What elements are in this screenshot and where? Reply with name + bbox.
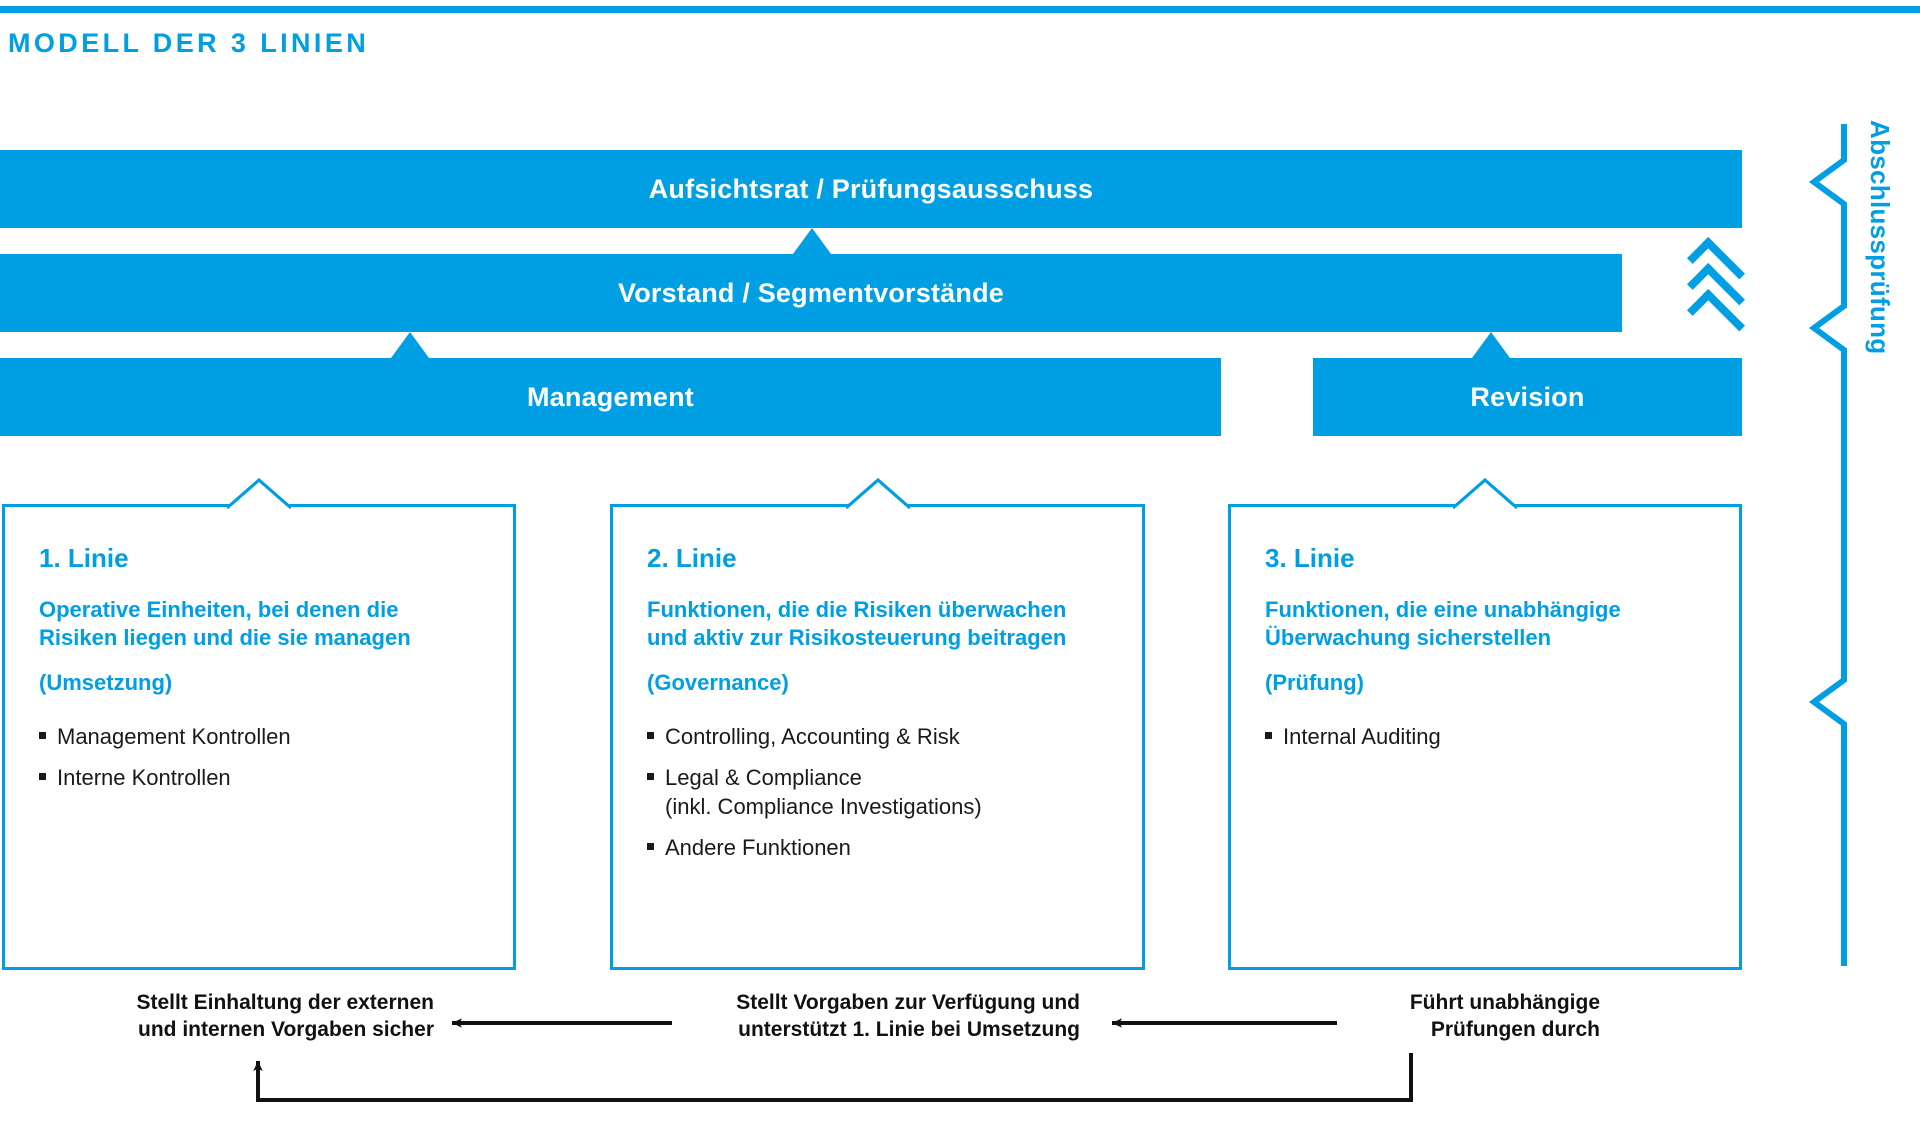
chevron-up-stack-icon [1687,237,1746,347]
line-card-description: Funktionen, die eine unabhängige Überwac… [1265,597,1621,651]
line-card-3: 3. Linie Funktionen, die eine unabhängig… [1228,478,1742,970]
line-card-parenthetical: (Prüfung) [1265,670,1364,696]
line-card-heading: 1. Linie [39,543,129,573]
bar-aufsichtsrat: Aufsichtsrat / Prüfungsausschuss [0,150,1742,228]
line-card-description: Operative Einheiten, bei denen die Risik… [39,597,411,651]
line-card-1: 1. Linie Operative Einheiten, bei denen … [2,478,516,970]
line-card-heading: 2. Linie [647,543,737,573]
bar-revision: Revision [1313,358,1742,436]
arrow-up-icon-vorstand [793,228,831,254]
line-card-2: 2. Linie Funktionen, die die Risiken übe… [610,478,1145,970]
list-item: Internal Auditing [1265,722,1705,751]
list-item: Interne Kontrollen [39,763,479,792]
caption-line-2: Stellt Vorgaben zur Verfügung und unters… [736,991,1080,1041]
line-card-heading: 3. Linie [1265,543,1355,573]
line-card-item-list: Management Kontrollen Interne Kontrollen [39,722,479,792]
caption-line-1: Stellt Einhaltung der externen und inter… [136,991,434,1041]
notch-up-icon [1453,478,1517,510]
line-card-parenthetical: (Umsetzung) [39,670,173,696]
abschlusspruefung-bracket-icon [1808,124,1847,966]
abschlusspruefung-label: Abschlussprüfung [1865,120,1895,355]
arrow-up-icon-management [391,332,429,358]
bar-vorstand: Vorstand / Segmentvorstände [0,254,1622,332]
caption-line-3: Führt unabhängige Prüfungen durch [1409,991,1600,1041]
line-card-description: Funktionen, die die Risiken überwachen u… [647,597,1067,651]
arrow-feedback-loop [253,1053,1413,1102]
page-title: MODELL DER 3 LINIEN [8,28,370,58]
notch-up-icon [227,478,291,510]
list-item: Management Kontrollen [39,722,479,751]
bar-management: Management [0,358,1221,436]
list-item: Legal & Compliance (inkl. Compliance Inv… [647,763,1108,821]
list-item: Andere Funktionen [647,833,1108,862]
line-card-item-list: Internal Auditing [1265,722,1705,751]
list-item: Controlling, Accounting & Risk [647,722,1108,751]
notch-up-icon [845,478,910,510]
top-accent-rule [0,6,1920,13]
arrow-up-icon-revision [1472,332,1510,358]
line-card-item-list: Controlling, Accounting & Risk Legal & C… [647,722,1108,862]
line-card-parenthetical: (Governance) [647,670,789,696]
